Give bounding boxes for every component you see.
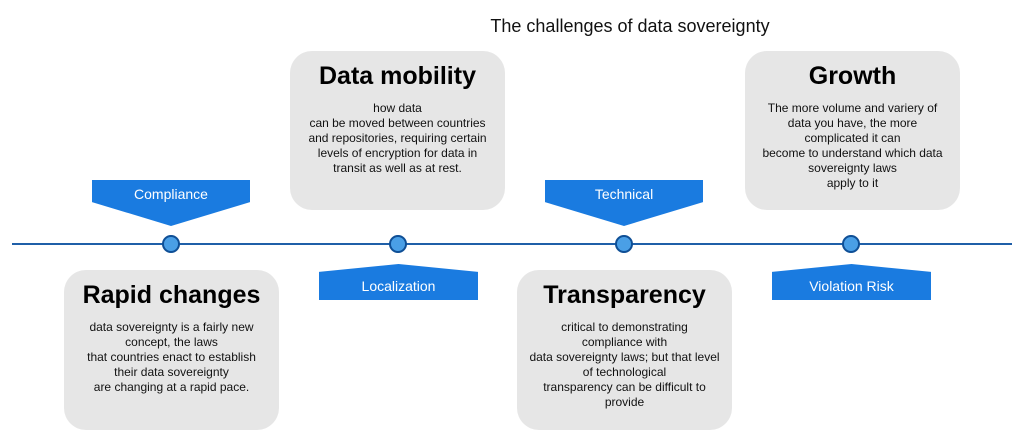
data-mobility-card: Data mobility how data can be moved betw… bbox=[290, 51, 505, 210]
timeline-node-1 bbox=[162, 235, 180, 253]
rapid-changes-text: data sovereignty is a fairly new concept… bbox=[87, 320, 256, 394]
rapid-changes-card: Rapid changes data sovereignty is a fair… bbox=[64, 270, 279, 430]
technical-label: Technical bbox=[594, 186, 654, 202]
growth-card: Growth The more volume and variery of da… bbox=[745, 51, 960, 210]
technical-banner: Technical bbox=[545, 180, 703, 226]
data-mobility-title: Data mobility bbox=[319, 62, 476, 90]
transparency-text: critical to demonstrating compliance wit… bbox=[529, 320, 720, 409]
violation-risk-label: Violation Risk bbox=[809, 278, 894, 294]
violation-risk-banner: Violation Risk bbox=[772, 264, 931, 300]
timeline-node-4 bbox=[842, 235, 860, 253]
diagram-title: The challenges of data sovereignty bbox=[490, 16, 770, 36]
growth-title: Growth bbox=[808, 62, 897, 90]
timeline-node-2 bbox=[389, 235, 407, 253]
timeline-line bbox=[12, 243, 1012, 245]
growth-text: The more volume and variery of data you … bbox=[762, 101, 943, 190]
localization-label: Localization bbox=[361, 278, 436, 294]
rapid-changes-title: Rapid changes bbox=[82, 281, 261, 309]
compliance-label: Compliance bbox=[134, 186, 208, 202]
timeline-node-3 bbox=[615, 235, 633, 253]
compliance-banner: Compliance bbox=[92, 180, 250, 226]
transparency-title: Transparency bbox=[543, 281, 706, 309]
data-mobility-text: how data can be moved between countries … bbox=[308, 101, 487, 175]
transparency-card: Transparency critical to demonstrating c… bbox=[517, 270, 732, 430]
localization-banner: Localization bbox=[319, 264, 478, 300]
